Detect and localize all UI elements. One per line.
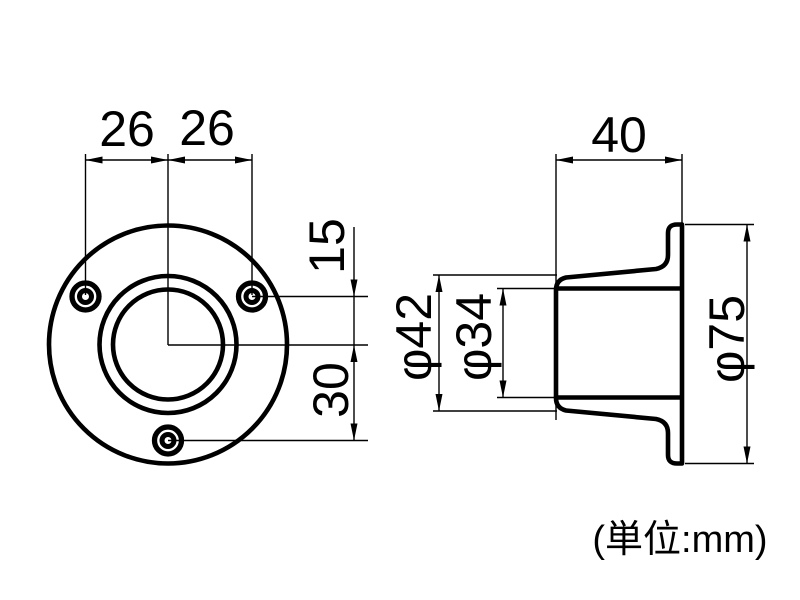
dim-label-15: 15 [299, 218, 355, 274]
screw-hole-bottom-ring [151, 424, 185, 457]
screw-hole-top-left-ring [69, 280, 102, 313]
screw-hole-top-right-ring [235, 280, 269, 313]
dim-label-26-left: 26 [99, 101, 155, 157]
flange-outline-circle [46, 223, 290, 466]
dim-label-dia34: φ34 [446, 293, 502, 381]
side-view-part [553, 222, 685, 466]
socket-outer-circle [97, 273, 239, 416]
screw-hole-top-left-center [77, 288, 94, 305]
unit-note: (単位:mm) [592, 519, 767, 561]
dim-label-dia75: φ75 [699, 295, 755, 383]
dim-label-26-right: 26 [179, 100, 235, 156]
socket-profile-outline [553, 222, 685, 466]
front-view-dimensions: 26 26 15 30 [84, 100, 368, 442]
screw-hole-bottom-center [159, 432, 177, 449]
front-view-part [46, 223, 290, 466]
dim-label-40: 40 [591, 107, 647, 163]
dim-label-30: 30 [303, 362, 359, 418]
bore-circle [110, 287, 226, 402]
screw-hole-top-right-center [243, 288, 261, 305]
dim-label-dia42: φ42 [386, 293, 442, 381]
side-view-dimensions: 40 φ42 φ34 φ75 [386, 107, 755, 465]
